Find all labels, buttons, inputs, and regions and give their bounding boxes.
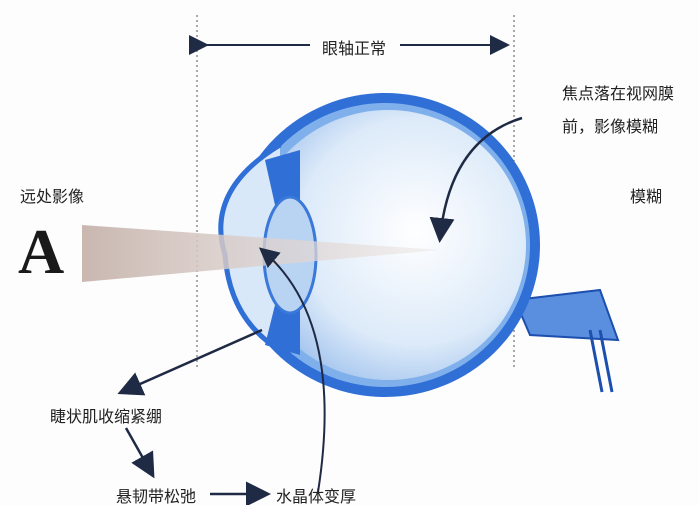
vitreous	[250, 110, 526, 380]
ciliary-to-zonule-arrow	[124, 427, 155, 479]
zonule-label: 悬韧带松弛	[116, 487, 197, 505]
lens-arrow	[258, 247, 326, 493]
distant-image-label: 远处影像	[20, 187, 85, 206]
optic-nerve	[513, 288, 620, 342]
lens-label: 水晶体变厚	[276, 487, 357, 505]
focus-label-line1: 焦点落在视网膜	[562, 84, 675, 103]
ciliary-body-top	[265, 150, 300, 205]
focus-arrow	[429, 116, 523, 243]
letter-a: A	[18, 216, 65, 287]
ciliary-label: 睫状肌收缩紧绷	[50, 407, 163, 426]
ciliary-body-bottom	[265, 305, 300, 355]
blurry-label: 模糊	[630, 187, 663, 206]
ciliary-arrow	[117, 328, 263, 396]
axis-normal-label: 眼轴正常	[318, 35, 391, 59]
focus-label-line2: 前，影像模糊	[562, 117, 659, 136]
